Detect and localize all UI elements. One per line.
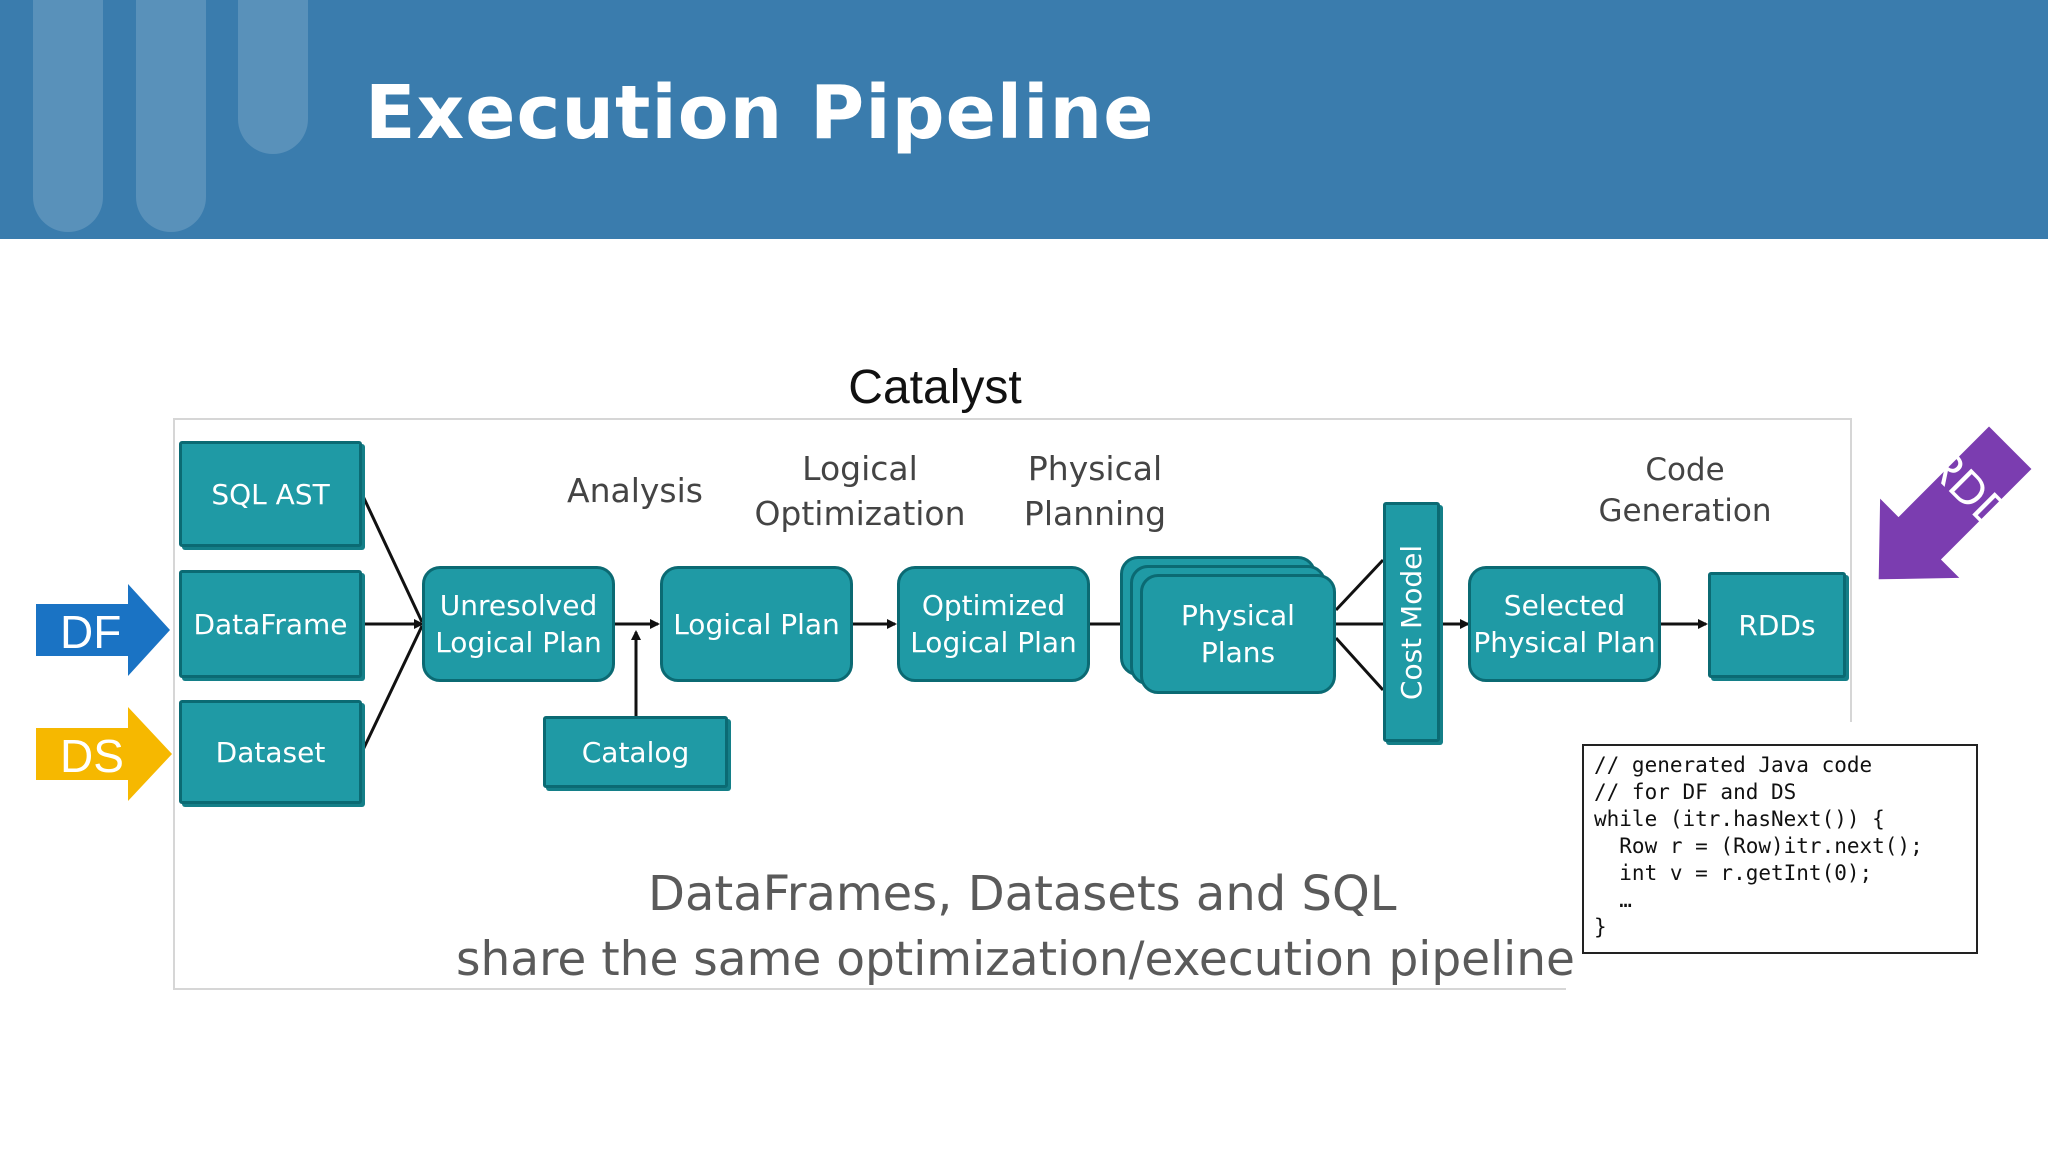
catalyst-title: Catalyst [848,361,1022,414]
df-arrow-label: DF [60,606,121,658]
decorative-bar [33,0,103,232]
edge-dataset-unresolved [360,625,424,753]
node-logical-plan: Logical Plan [660,566,853,682]
stage-label-line: Generation [1598,493,1772,529]
stage-physical-planning: Physical Planning [1010,446,1180,536]
stage-code-generation: Code Generation [1590,450,1780,532]
decorative-bar [136,0,206,232]
node-dataframe: DataFrame [179,570,362,678]
stage-analysis: Analysis [555,468,715,513]
code-line: // for DF and DS [1594,780,1797,804]
node-label: RDDs [1738,608,1816,642]
node-rdds: RDDs [1708,572,1846,678]
df-arrow-icon [36,584,170,676]
stage-label-line: Code [1645,452,1725,488]
node-cost-model: Cost Model [1383,502,1440,742]
node-label-line: Optimized [921,589,1066,622]
node-label: DataFrame [193,607,348,641]
node-label: Dataset [215,735,326,769]
node-sql-ast: SQL AST [179,441,362,547]
stage-label-line: Optimization [754,494,966,533]
stage-analysis-label: Analysis [567,471,703,510]
header-banner: Execution Pipeline [0,0,2048,239]
code-line: } [1594,915,1607,939]
code-line: // generated Java code [1594,753,1873,777]
node-label-line: Logical Plan [910,626,1077,659]
code-line: while (itr.hasNext()) { [1594,807,1885,831]
code-line: … [1594,888,1632,912]
code-line: int v = r.getInt(0); [1594,861,1873,885]
stage-label-line: Planning [1023,494,1167,533]
edge-physical-cost-top [1334,558,1385,612]
ds-arrow-label: DS [60,730,124,782]
node-label-line: Physical Plan [1473,626,1656,659]
node-label-line: Logical Plan [435,626,602,659]
node-label-line: Unresolved [439,589,598,622]
stage-logical-optimization: Logical Optimization [745,446,975,536]
node-label: Catalog [581,735,690,769]
node-label-line: Physical [1181,599,1295,632]
stage-label-line: Physical [1027,449,1163,488]
caption-line-1: DataFrames, Datasets and SQL [648,866,1397,922]
node-label-line: Plans [1200,636,1276,669]
node-label-line: Selected [1503,589,1626,622]
node-label: Cost Model [1395,544,1428,700]
code-box [1582,744,1978,954]
node-dataset: Dataset [179,700,362,804]
edge-sqlast-unresolved [360,493,424,623]
edge-physical-cost-bot [1334,636,1385,692]
node-catalog: Catalog [543,716,728,788]
decorative-bar [238,0,308,154]
node-label: SQL AST [211,477,330,511]
rdd-arrow-icon [1878,426,2032,580]
stage-label-line: Logical [802,449,918,488]
code-line: Row r = (Row)itr.next(); [1594,834,1923,858]
slide-title: Execution Pipeline [365,70,1155,156]
caption-line-2: share the same optimization/execution pi… [456,932,1575,987]
node-label: Logical Plan [673,607,840,641]
ds-arrow-icon [36,707,172,801]
